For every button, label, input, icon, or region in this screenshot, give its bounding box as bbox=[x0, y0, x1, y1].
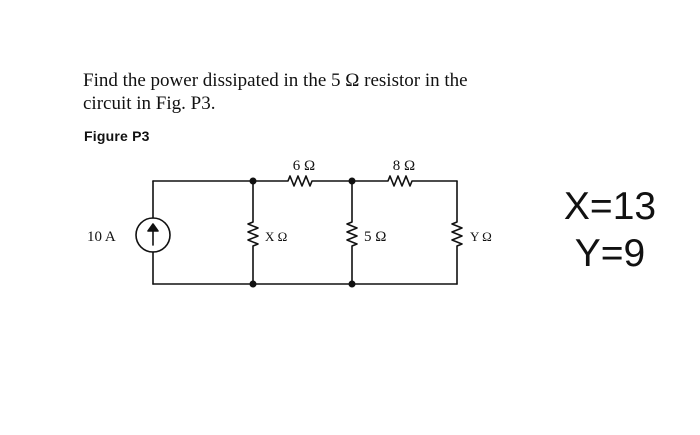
junction-dot bbox=[249, 280, 257, 288]
resistor-y bbox=[451, 180, 463, 285]
label-10a: 10 A bbox=[87, 229, 116, 245]
resistor-x bbox=[247, 180, 259, 285]
figure-label: Figure P3 bbox=[84, 128, 150, 144]
given-values: X=13 Y=9 bbox=[545, 183, 675, 277]
problem-statement: Find the power dissipated in the 5 Ω res… bbox=[83, 69, 553, 115]
resistor-5-ohm bbox=[346, 180, 358, 285]
current-source bbox=[135, 217, 171, 253]
problem-line-2: circuit in Fig. P3. bbox=[83, 93, 216, 114]
value-y: Y=9 bbox=[574, 232, 646, 275]
top-wire bbox=[152, 175, 458, 187]
junction-dot bbox=[348, 177, 356, 185]
junction-dot bbox=[348, 280, 356, 288]
label-y-ohm: Y Ω bbox=[470, 229, 492, 244]
label-x-ohm: X Ω bbox=[265, 229, 287, 244]
label-5-ohm: 5 Ω bbox=[364, 229, 386, 245]
label-6-ohm: 6 Ω bbox=[293, 158, 315, 174]
junction-dot bbox=[249, 177, 257, 185]
label-8-ohm: 8 Ω bbox=[393, 158, 415, 174]
problem-line-1: Find the power dissipated in the 5 Ω res… bbox=[83, 70, 468, 91]
value-x: X=13 bbox=[563, 185, 657, 228]
arrow-up-icon bbox=[147, 223, 159, 246]
